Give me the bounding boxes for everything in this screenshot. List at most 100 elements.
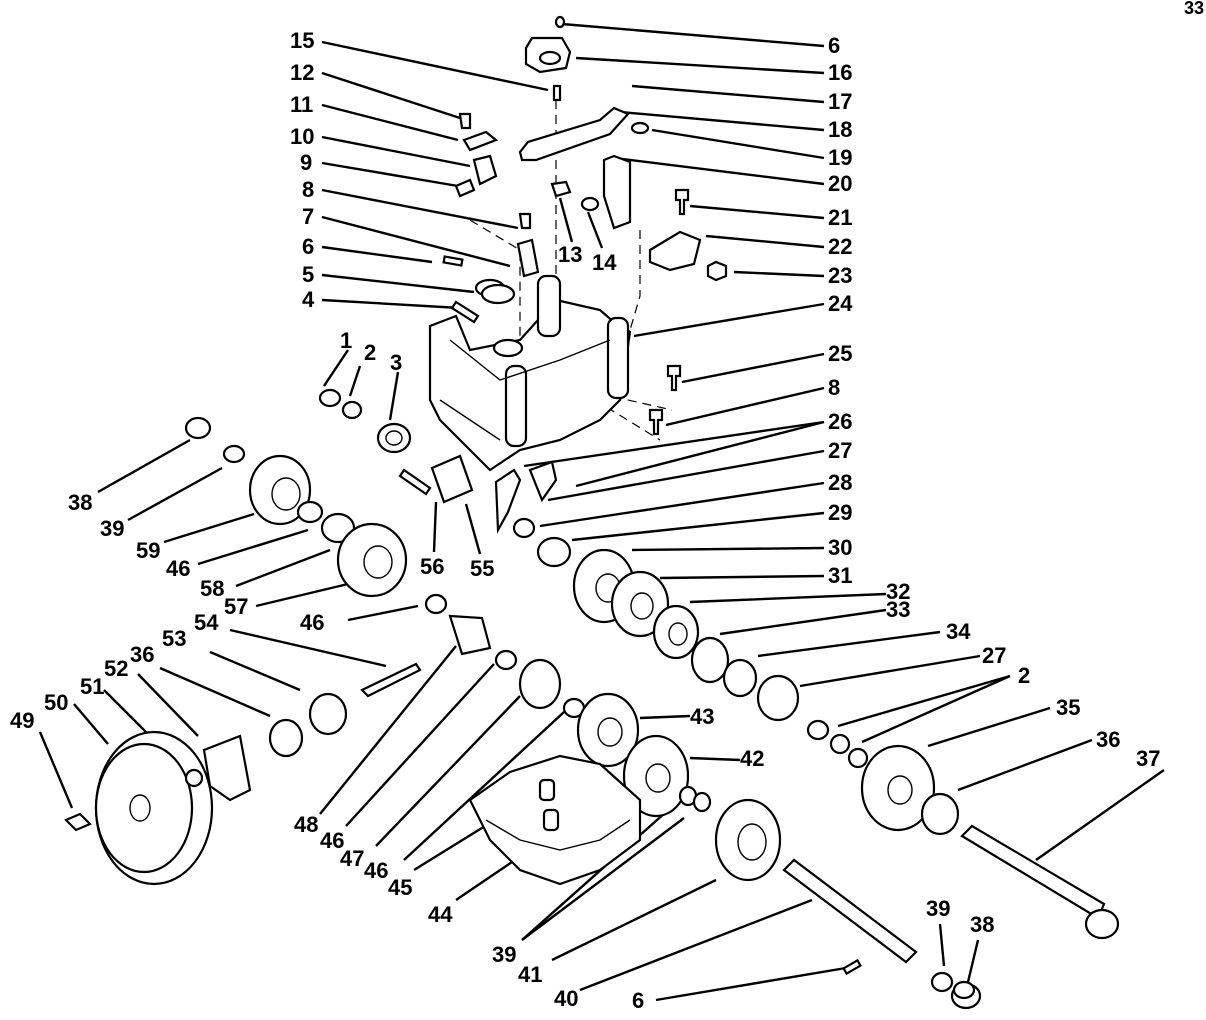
callout-52: 52	[104, 656, 128, 681]
callout-56: 56	[420, 554, 444, 579]
gear-part	[610, 570, 670, 638]
page-number: 33	[1184, 0, 1204, 18]
callout-46: 46	[364, 858, 388, 883]
callout-2: 2	[364, 340, 376, 365]
nut-part	[706, 260, 728, 282]
parts-line-art	[64, 15, 1120, 1010]
bracket-part	[602, 154, 632, 230]
callout-29: 29	[828, 500, 852, 525]
callout-55: 55	[470, 556, 494, 581]
block-part	[472, 154, 498, 186]
callout-28: 28	[828, 470, 852, 495]
callout-39: 39	[100, 516, 124, 541]
callout-20: 20	[828, 171, 852, 196]
part-number-labels: 15 12 11 10 9 8 7 6 5 4 6 16 17 18 19 20…	[10, 28, 1160, 1013]
gear-part	[714, 798, 782, 882]
callout-6: 6	[828, 33, 840, 58]
callout-34: 34	[946, 619, 971, 644]
callout-38: 38	[970, 912, 994, 937]
callout-39: 39	[492, 942, 516, 967]
callout-58: 58	[200, 576, 224, 601]
callout-38: 38	[68, 490, 92, 515]
callout-23: 23	[828, 263, 852, 288]
spring-part	[454, 178, 476, 198]
clip-part	[462, 130, 499, 152]
callout-30: 30	[828, 535, 852, 560]
callout-5: 5	[302, 262, 314, 287]
callout-17: 17	[828, 89, 852, 114]
callout-31: 31	[828, 563, 852, 588]
callout-46: 46	[320, 828, 344, 853]
callout-15: 15	[290, 28, 314, 53]
callout-21: 21	[828, 205, 852, 230]
callout-16: 16	[828, 60, 852, 85]
gear-part	[860, 744, 936, 832]
callout-18: 18	[828, 117, 852, 142]
callout-44: 44	[428, 902, 453, 927]
bolt-part	[458, 112, 472, 130]
callout-22: 22	[828, 234, 852, 259]
callout-32: 32	[886, 579, 910, 604]
callout-36: 36	[1096, 727, 1120, 752]
callout-8: 8	[302, 177, 314, 202]
callout-43: 43	[690, 704, 714, 729]
callout-42: 42	[740, 746, 764, 771]
callout-49: 49	[10, 708, 34, 733]
callout-51: 51	[80, 674, 104, 699]
callout-33: 33	[886, 597, 910, 622]
bevel-gear-part	[248, 454, 312, 526]
callout-27: 27	[982, 643, 1006, 668]
gear-part	[652, 604, 700, 660]
callout-39: 39	[926, 896, 950, 921]
bushing-part	[950, 980, 982, 1010]
callout-2: 2	[1018, 663, 1030, 688]
callout-4: 4	[302, 287, 315, 312]
callout-53: 53	[162, 626, 186, 651]
callout-7: 7	[302, 204, 314, 229]
callout-13: 13	[558, 242, 582, 267]
callout-46: 46	[300, 610, 324, 635]
callout-27: 27	[828, 438, 852, 463]
callout-19: 19	[828, 145, 852, 170]
callout-40: 40	[554, 986, 578, 1011]
gear-part	[576, 692, 640, 768]
callout-47: 47	[340, 846, 364, 871]
callout-45: 45	[388, 875, 412, 900]
callout-12: 12	[290, 60, 314, 85]
callout-26: 26	[828, 409, 852, 434]
callout-57: 57	[224, 594, 248, 619]
callout-54: 54	[194, 610, 219, 635]
callout-35: 35	[1056, 695, 1080, 720]
callout-48: 48	[294, 812, 318, 837]
callout-6: 6	[632, 988, 644, 1013]
callout-9: 9	[300, 150, 312, 175]
shaft-part	[960, 824, 1120, 940]
callout-10: 10	[290, 124, 314, 149]
leader-lines	[38, 22, 1165, 1002]
callout-41: 41	[518, 962, 542, 987]
screw-part	[550, 180, 572, 198]
housing-part	[428, 274, 632, 472]
lower-housing-part	[468, 754, 642, 886]
callout-8: 8	[828, 375, 840, 400]
washer-part	[580, 196, 600, 212]
screw-part	[630, 121, 650, 135]
callout-6: 6	[302, 234, 314, 259]
callout-1: 1	[340, 328, 352, 353]
callout-11: 11	[290, 92, 313, 117]
callout-37: 37	[1136, 746, 1160, 771]
callout-14: 14	[592, 250, 617, 275]
gear-part	[622, 734, 690, 818]
shaft-part	[782, 858, 918, 964]
bolt-part	[674, 188, 690, 216]
bracket-part	[648, 230, 702, 272]
callout-24: 24	[828, 291, 853, 316]
large-gear-part	[336, 522, 408, 598]
knob-part	[524, 15, 572, 102]
callout-46: 46	[166, 556, 190, 581]
callout-3: 3	[390, 350, 402, 375]
callout-36: 36	[130, 642, 154, 667]
callout-25: 25	[828, 341, 852, 366]
callout-50: 50	[44, 690, 68, 715]
